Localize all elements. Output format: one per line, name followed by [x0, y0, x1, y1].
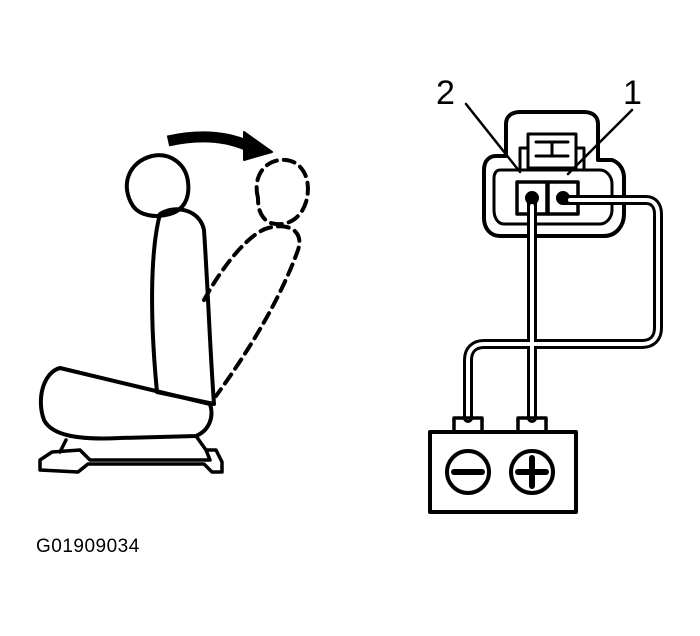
connector-housing-outer — [482, 110, 626, 238]
connector — [482, 110, 626, 238]
minus-icon — [445, 449, 491, 495]
seat-illustration — [38, 153, 224, 474]
seat-headrest-reclined — [254, 157, 310, 227]
recline-arrow-icon — [166, 131, 273, 161]
leader-line-2 — [464, 102, 522, 174]
seat-reclined-outline — [202, 157, 310, 398]
figure-id: G01909034 — [36, 536, 140, 557]
connector-housing-inner — [492, 168, 614, 226]
connector-latch — [526, 132, 578, 170]
leader-line-1 — [566, 108, 634, 176]
wire-negative — [463, 195, 663, 423]
seat-cushion — [38, 366, 214, 441]
terminal-label-1: 1 — [623, 74, 642, 112]
seat-back-reclined — [202, 224, 302, 398]
jumper-wires — [463, 193, 663, 423]
plus-icon — [509, 449, 555, 495]
battery — [428, 416, 578, 514]
seat-rail — [38, 448, 224, 474]
seat-headrest — [124, 153, 191, 218]
seat-back — [150, 207, 216, 406]
battery-body — [428, 430, 578, 514]
terminal-label-2: 2 — [436, 74, 455, 112]
